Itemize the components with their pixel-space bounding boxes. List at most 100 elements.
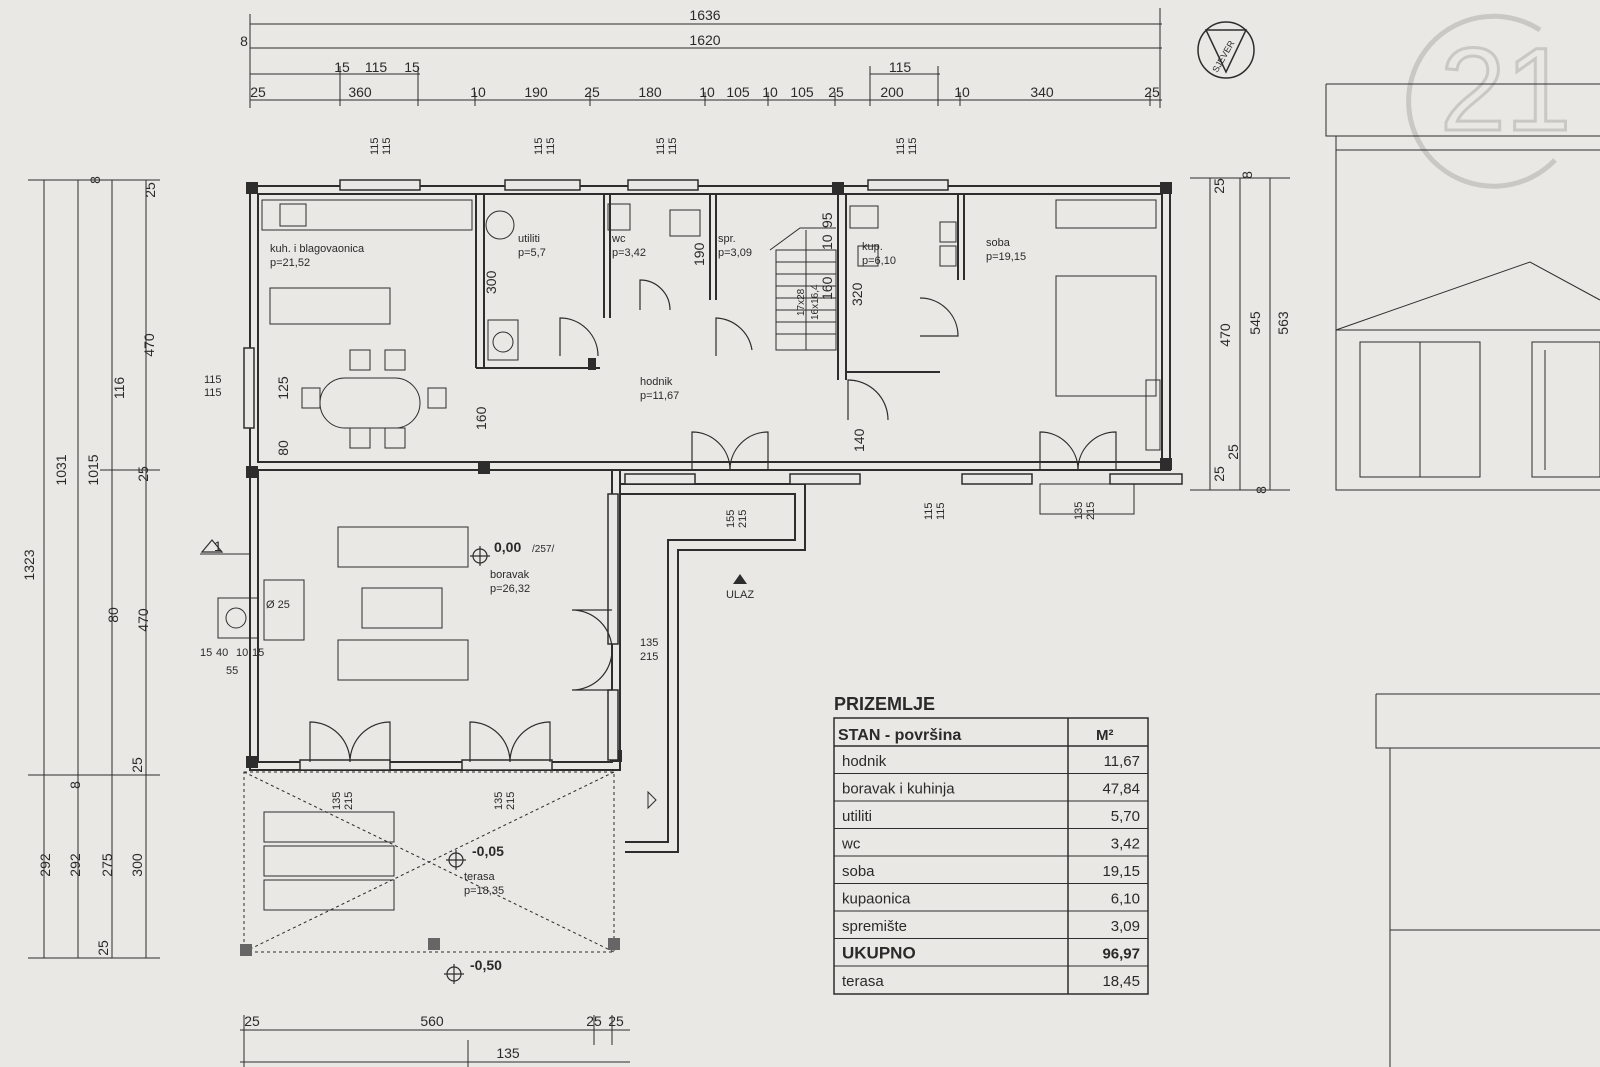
svg-text:215: 215 [737,510,749,528]
dim-left-1015: 1015 [85,454,101,485]
room-area-2: p=3,42 [612,247,646,259]
svg-text:190: 190 [691,242,707,266]
dim-left-25a: 25 [142,182,158,198]
table-row-value-5: 6,10 [1111,891,1140,908]
svg-text:135: 135 [493,792,505,810]
svg-text:115: 115 [667,137,679,155]
dim-left-25d: 25 [95,940,111,956]
staircase [769,227,837,351]
table-title: PRIZEMLJE [834,694,935,714]
fireplace-dim-2: 10 [236,647,248,659]
dim-top-seg-2: 10 [470,84,486,100]
svg-text:16x16,4: 16x16,4 [810,284,821,320]
svg-text:Ø 25: Ø 25 [266,599,290,611]
table-row-value-6: 3,09 [1111,918,1140,935]
dim-right-25b: 25 [1211,466,1227,482]
table-row-value-8: 18,45 [1102,973,1140,990]
svg-text:115: 115 [655,137,667,155]
dim-top-seg-8: 10 [762,84,778,100]
dim-left-116: 116 [111,377,127,400]
doors [309,279,1117,763]
svg-text:115: 115 [204,387,222,399]
dim-bottom-560: 560 [420,1013,444,1029]
room-labels: kuh. i blagovaonicap=21,52utilitip=5,7wc… [270,233,1026,897]
table-row-label-1: boravak i kuhinja [842,781,955,798]
dim-top-sub-1: 115 [365,59,388,75]
dim-top-sub-0: 15 [334,59,350,75]
dim-left-300: 300 [129,853,145,877]
dim-top-seg-11: 200 [880,84,904,100]
table-row-label-4: soba [842,863,875,880]
wall-columns [246,182,1172,768]
room-name-1: utiliti [518,233,540,245]
dim-top-seg-10: 25 [828,84,844,100]
svg-text:10: 10 [819,234,835,250]
windows [243,179,1183,771]
dim-top-seg-3: 190 [524,84,548,100]
table-row-value-2: 5,70 [1111,808,1140,825]
walls [249,185,1171,853]
fireplace-total: 55 [226,665,238,677]
svg-text:155: 155 [725,510,737,528]
dim-right-8a: 8 [1239,171,1255,179]
dim-top-seg-4: 25 [584,84,600,100]
elevation-sketch-top [1325,83,1600,491]
dim-left-25b: 25 [135,466,151,482]
dim-left-80b: 80 [275,440,291,456]
entrance-path-arrow-icon [647,790,657,810]
table-row-value-1: 47,84 [1102,781,1140,798]
bottom-dimension-lines [240,1015,630,1067]
dim-top-seg-6: 10 [699,84,715,100]
table-row-label-3: wc [841,836,861,853]
dim-right-563: 563 [1275,311,1291,335]
svg-text:135: 135 [640,637,658,649]
room-name-0: kuh. i blagovaonica [270,243,365,255]
fireplace-dim-1: 40 [216,647,228,659]
furniture [217,199,1161,911]
svg-text:115: 115 [381,137,393,155]
dim-top-seg-12: 10 [954,84,970,100]
room-name-3: spr. [718,233,736,245]
right-dimension-lines [1190,177,1290,491]
table-row-label-5: kupaonica [842,891,911,908]
dim-top-seg-7: 105 [726,84,750,100]
opening-labels: 115 115 115 115 115 115 115 115 115 115 … [204,137,1097,810]
room-area-5: p=19,15 [986,251,1026,263]
svg-text:135: 135 [1073,502,1085,520]
level-main-note: /257/ [532,544,554,555]
century21-logo [1406,13,1557,189]
top-dimension-lines [249,8,1162,108]
dim-left-470b: 470 [135,608,151,632]
level-main: 0,00 [494,539,521,555]
dim-right-470: 470 [1217,323,1233,347]
table-row-label-0: hodnik [842,753,887,770]
dim-right-8b: 8 [1253,486,1269,494]
table-row-value-4: 19,15 [1102,863,1140,880]
svg-text:95: 95 [819,212,835,228]
table-row-value-3: 3,42 [1111,836,1140,853]
dim-top-seg-13: 340 [1030,84,1054,100]
dim-left-292b: 292 [67,853,83,877]
svg-text:140: 140 [851,428,867,452]
dim-bottom-25c: 25 [608,1013,624,1029]
north-arrow [1197,21,1255,79]
table-header-label: STAN - površina [838,727,961,744]
table-row-label-2: utiliti [842,808,872,825]
room-name-5: soba [986,237,1011,249]
entrance-label: ULAZ [726,589,754,601]
table-row-value-7: 96,97 [1102,946,1140,963]
room-area-1: p=5,7 [518,247,546,259]
dim-right-25a: 25 [1211,178,1227,194]
svg-text:115: 115 [895,137,907,155]
svg-text:115: 115 [935,502,947,520]
room-area-6: p=11,67 [640,390,679,402]
dim-top-seg-0: 25 [250,84,266,100]
room-area-4: p=6,10 [862,255,896,267]
svg-text:135: 135 [331,792,343,810]
svg-text:300: 300 [483,270,499,294]
dim-top-seg-9: 105 [790,84,814,100]
terrace [243,771,615,953]
